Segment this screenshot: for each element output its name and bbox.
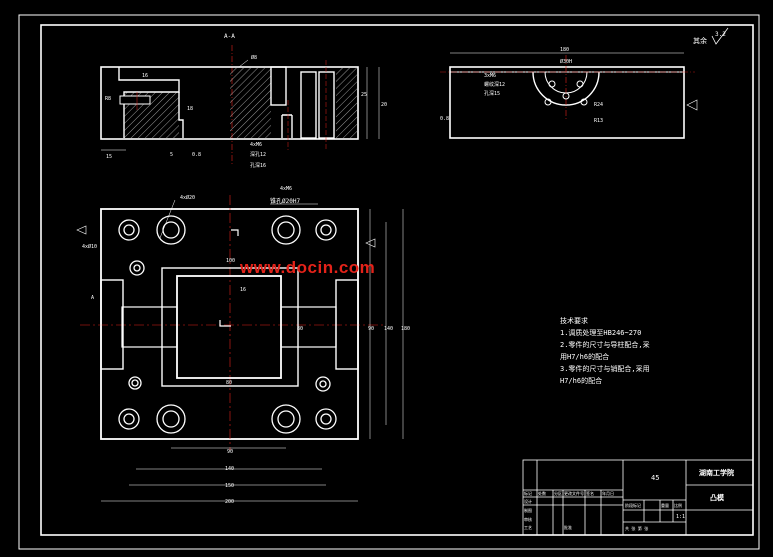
side-d4: 孔深15 [484, 90, 500, 97]
dim-bot-3: 150 [225, 483, 234, 489]
guide-holes [118, 215, 337, 434]
side-d2: 3xM6 [484, 73, 496, 79]
section-mark-a: A [91, 295, 94, 301]
holes-label-1: 4xØ20 [180, 194, 195, 201]
dim-right-2: 140 [384, 326, 393, 332]
side-d3: 螺纹深12 [484, 81, 505, 88]
title-material: 45 [651, 474, 659, 482]
thread-label: 4xM6 [250, 142, 262, 148]
title-cell-13: 比例 [674, 502, 682, 508]
section-hatch-right [336, 68, 357, 138]
title-part: 凸模 [710, 493, 725, 502]
dim-d9: 20 [381, 102, 387, 108]
side-outline [449, 66, 685, 139]
title-school: 湖南工学院 [699, 468, 734, 477]
side-d6: R13 [594, 118, 603, 124]
title-cell-5: 年月日 [602, 490, 614, 496]
sheet-border-inner [40, 24, 754, 536]
section-label: A-A [224, 33, 235, 40]
side-width: 180 [560, 47, 569, 53]
dim-bot-2: 140 [225, 466, 234, 472]
dim-inner-3: 16 [240, 287, 246, 293]
roughness-symbol [711, 27, 729, 45]
dim-d6: 5 [170, 152, 173, 158]
notes-line-4: 3.零件的尺寸与销配合,采用 [560, 365, 650, 373]
holes-label-2: 4xM6 [280, 186, 292, 192]
section-hatch-mid [230, 68, 271, 138]
dim-d7: 0.8 [192, 152, 201, 158]
title-cell-2: 分区 [554, 490, 562, 496]
section-view: A-A 25 20 Ø8 16 R8 18 15 5 0.8 4xM6 深孔12… [100, 33, 387, 169]
section-outline [100, 66, 359, 140]
dim-bot-4: 200 [225, 499, 234, 505]
title-cell-10: 批准 [564, 524, 572, 530]
dim-right-3: 180 [401, 326, 410, 332]
thread-label-3: 孔深16 [250, 162, 266, 169]
title-block [522, 459, 754, 536]
title-cell-11: 阶段标记 [625, 502, 641, 508]
dim-d4: 18 [187, 106, 193, 112]
title-cell-7: 制图 [524, 507, 532, 513]
dim-inner-2: 80 [226, 380, 232, 386]
holes-label-3: 4xØ10 [82, 243, 97, 250]
notes-line-3: 用H7/h6的配合 [560, 353, 610, 361]
roughness-label: 其余 [693, 36, 707, 45]
title-cell-8: 审核 [524, 516, 532, 522]
title-cell-6: 设计 [524, 498, 532, 504]
thread-note: 锥孔Ø20H7 [270, 197, 300, 205]
title-cell-9: 工艺 [524, 525, 532, 530]
roughness-value: 3.2 [715, 31, 726, 38]
notes-line-1: 1.调质处理至HB246~270 [560, 329, 642, 337]
title-cell-14: 共 张 第 张 [625, 525, 648, 531]
watermark: www.docin.com [240, 258, 376, 277]
notes-line-5: H7/h6的配合 [560, 377, 603, 385]
side-d5: R24 [594, 102, 603, 108]
side-view: 180 Ø30H 3xM6 螺纹深12 孔深15 R24 R13 0.8 [440, 47, 698, 139]
dim-d2: 16 [142, 73, 148, 79]
sheet-border-outer [18, 14, 760, 550]
plan-outline [100, 208, 359, 440]
title-cell-4: 签名 [586, 490, 594, 496]
dim-inner-h: 80 [297, 326, 303, 332]
notes-title: 技术要求 [560, 317, 588, 325]
dim-right-1: 90 [368, 326, 374, 332]
title-scale: 1:1 [676, 514, 685, 520]
title-cell-1: 处数 [538, 490, 546, 496]
plan-view: 90 140 180 80 90 140 150 200 100 80 16 4… [76, 186, 410, 505]
dim-d5: 15 [106, 154, 112, 160]
notes-line-2: 2.零件的尺寸与导柱配合,采 [560, 341, 650, 349]
dim-d3: R8 [105, 96, 111, 102]
side-d7: 0.8 [440, 116, 449, 122]
thread-label-2: 深孔12 [250, 151, 266, 158]
title-cell-12: 重量 [661, 502, 669, 508]
title-cell-0: 标记 [524, 490, 532, 496]
dim-bot-1: 90 [227, 449, 233, 455]
dim-d1: Ø8 [251, 54, 257, 61]
dim-d8: 25 [361, 92, 367, 98]
dim-inner-1: 100 [226, 258, 235, 264]
punch-cavity [176, 275, 282, 379]
side-d1: Ø30H [560, 58, 572, 65]
title-cell-3: 更改文件号 [564, 490, 584, 496]
technical-notes: 技术要求 1.调质处理至HB246~270 2.零件的尺寸与导柱配合,采 用H7… [560, 315, 650, 387]
